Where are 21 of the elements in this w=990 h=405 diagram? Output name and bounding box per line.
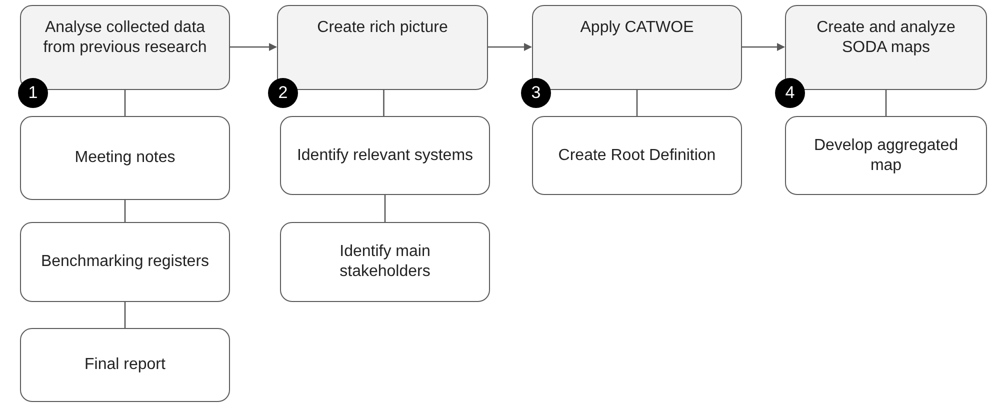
- task-box: Meeting notes: [20, 116, 230, 200]
- step-number-badge: 1: [18, 78, 48, 108]
- step-number-badge: 3: [521, 78, 551, 108]
- task-box: Create Root Definition: [532, 116, 742, 195]
- task-box: Identify main stakeholders: [280, 222, 490, 302]
- task-box: Benchmarking registers: [20, 222, 230, 302]
- task-box: Develop aggregated map: [785, 116, 987, 195]
- connector-line: [885, 90, 887, 116]
- step-number-badge: 4: [775, 78, 805, 108]
- task-box: Final report: [20, 328, 230, 402]
- arrow: [230, 43, 277, 51]
- connector-line: [636, 90, 638, 116]
- connector-line: [124, 302, 126, 328]
- arrow: [742, 43, 785, 51]
- connector-line: [124, 200, 126, 222]
- connector-line: [384, 195, 386, 222]
- connector-line: [383, 90, 384, 116]
- task-box: Identify relevant systems: [280, 116, 490, 195]
- arrow: [488, 43, 532, 51]
- connector-line: [124, 90, 126, 116]
- step-number-badge: 2: [268, 78, 298, 108]
